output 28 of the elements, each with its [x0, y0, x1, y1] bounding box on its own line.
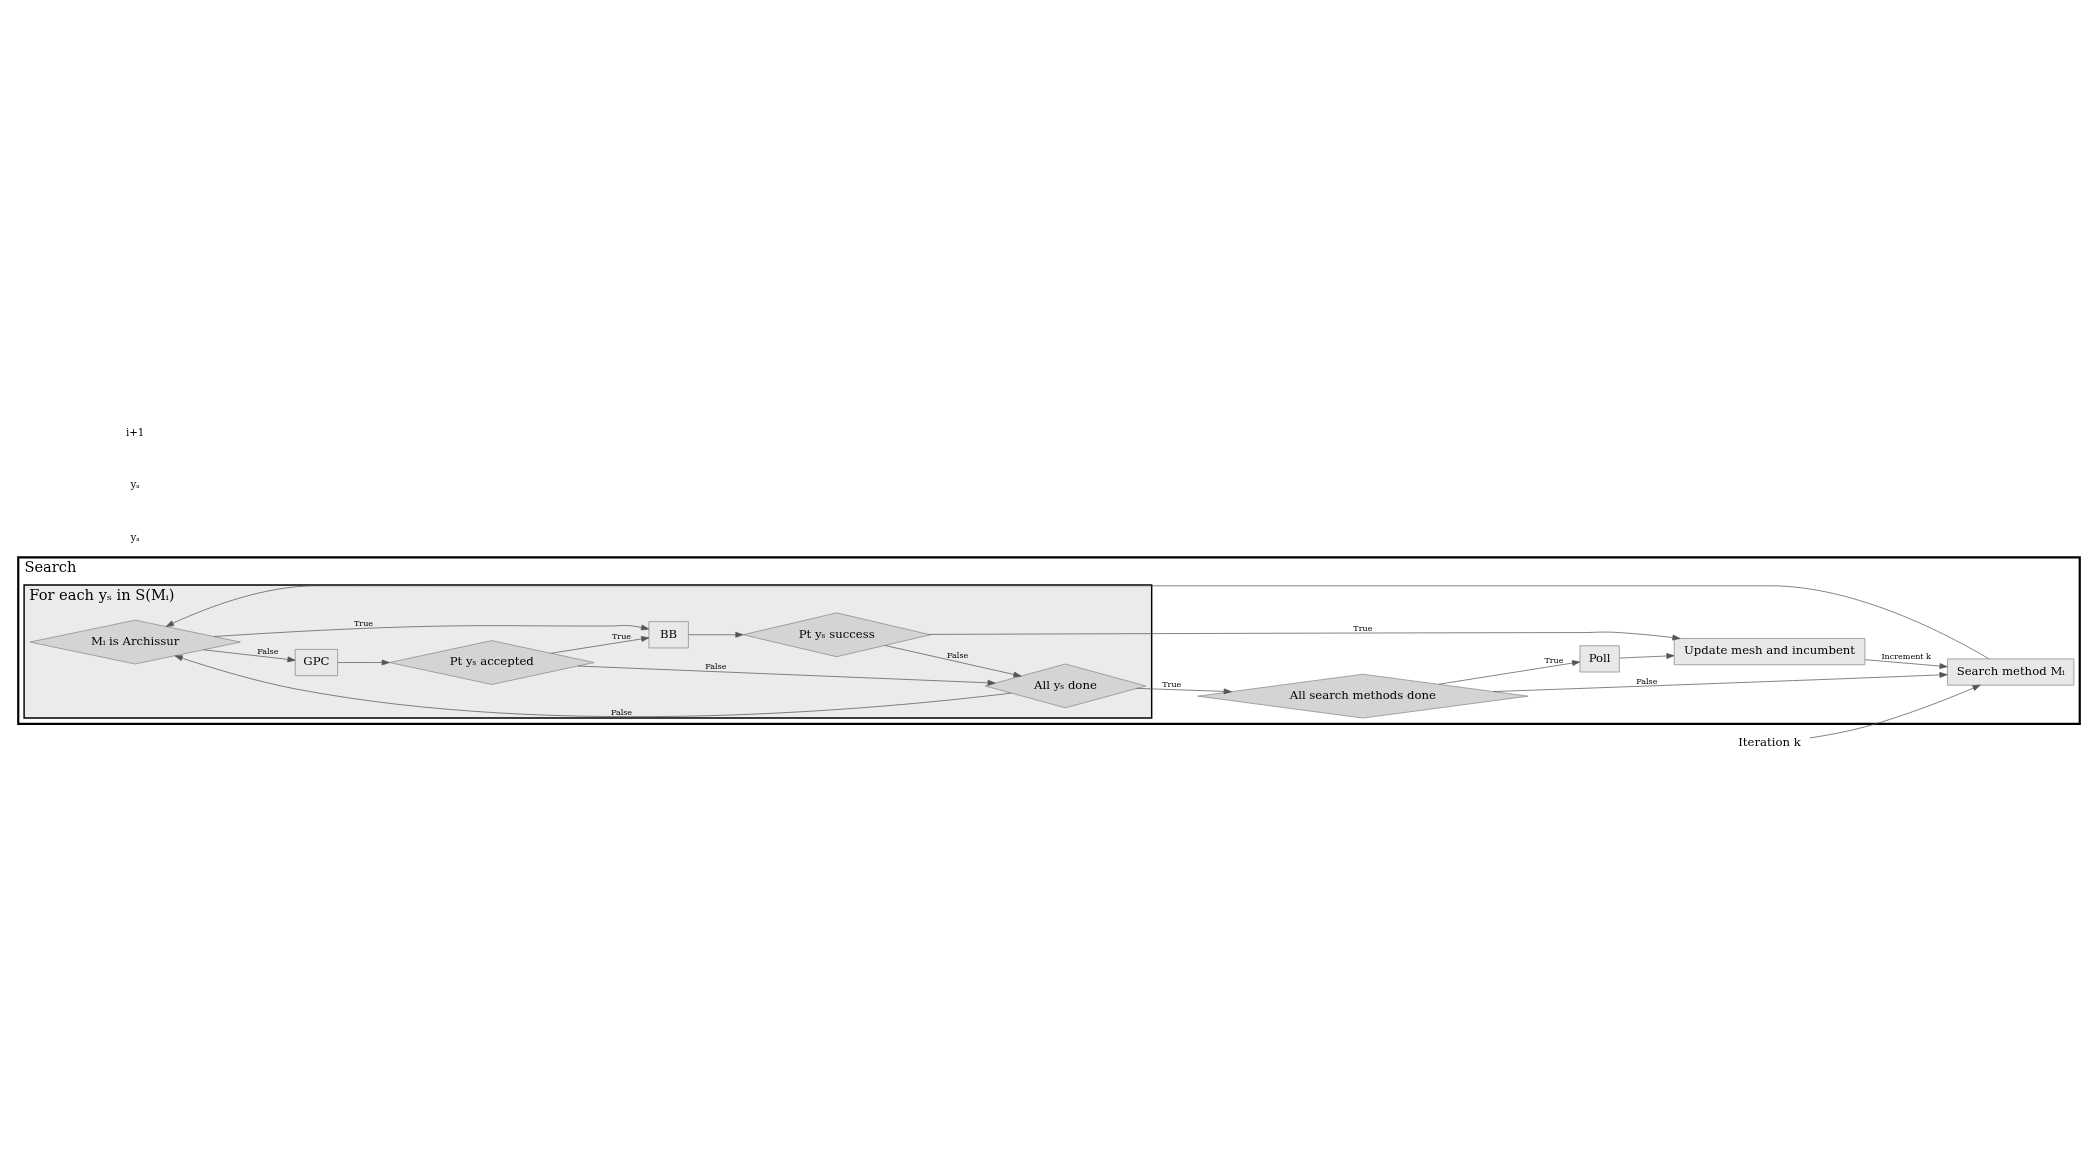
arrow — [174, 655, 1012, 718]
node-diamond: Pt yₛ accepted — [389, 640, 595, 685]
arrow — [688, 631, 744, 638]
arrow — [337, 659, 390, 666]
arrow — [1864, 659, 1948, 669]
node-box: GPC — [294, 649, 338, 677]
arrow — [1493, 672, 1948, 692]
arrow — [1438, 660, 1581, 685]
label: yₛ — [130, 479, 140, 491]
node-box: Poll — [1579, 645, 1620, 673]
arrow — [1809, 684, 1981, 739]
arrow — [203, 649, 296, 663]
label: yₛ — [130, 532, 140, 544]
node-diamond: Pt yₛ success — [742, 612, 931, 658]
node-box: Search method Mᵢ — [1947, 658, 2075, 686]
arrow — [928, 631, 1681, 641]
arrow — [1136, 688, 1232, 695]
label: i+1 — [126, 426, 145, 438]
arrow — [213, 624, 650, 637]
arrow — [550, 636, 650, 654]
arrow — [165, 585, 1990, 660]
arrow — [884, 645, 1022, 678]
node-diamond: All search methods done — [1197, 673, 1529, 719]
node-box: Update mesh and incumbent — [1673, 638, 1866, 666]
node-box: BB — [648, 621, 689, 649]
arrow — [1619, 653, 1675, 659]
node-text: Iteration k — [1738, 734, 1801, 749]
arrow — [577, 665, 996, 686]
